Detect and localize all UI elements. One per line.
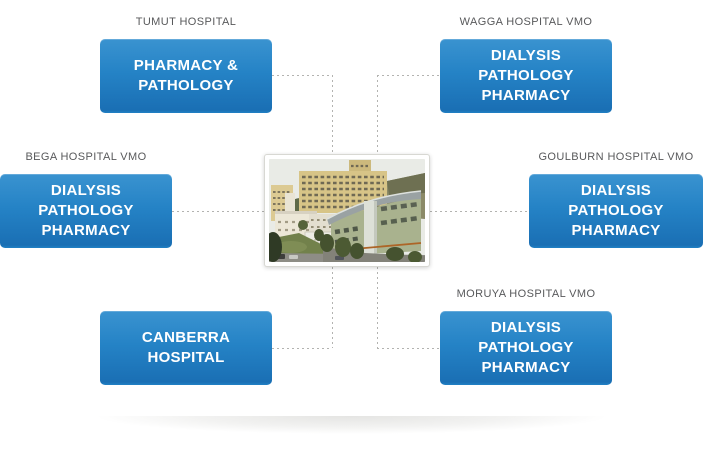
service-line: DIALYSIS: [490, 319, 562, 336]
service-line: DIALYSIS: [490, 47, 562, 64]
page-bottom-shadow: [10, 416, 693, 440]
box-bega[interactable]: DIALYSIS PATHOLOGY PHARMACY: [0, 174, 172, 248]
service-line: PATHOLOGY: [138, 77, 234, 94]
service-line: PHARMACY: [41, 222, 131, 239]
connector-moruya-h: [377, 348, 440, 349]
service-line: PATHOLOGY: [478, 339, 574, 356]
connector-canberra-h: [272, 348, 332, 349]
node-canberra: CANBERRA HOSPITAL: [100, 288, 272, 385]
hospital-photo: [264, 154, 430, 267]
node-title-goulburn: GOULBURN HOSPITAL VMO: [538, 151, 694, 163]
service-line: PATHOLOGY: [478, 67, 574, 84]
box-moruya[interactable]: DIALYSIS PATHOLOGY PHARMACY: [440, 311, 612, 385]
box-canberra[interactable]: CANBERRA HOSPITAL: [100, 311, 272, 385]
connector-bega-h: [172, 211, 264, 212]
hospital-photo-art: [269, 159, 425, 262]
service-line: DIALYSIS: [50, 182, 122, 199]
service-line: PHARMACY: [571, 222, 661, 239]
node-tumut: TUMUT HOSPITAL PHARMACY & PATHOLOGY: [100, 16, 272, 113]
connector-wagga-h: [377, 75, 440, 76]
box-goulburn[interactable]: DIALYSIS PATHOLOGY PHARMACY: [529, 174, 703, 248]
service-line: DIALYSIS: [580, 182, 652, 199]
service-line: PHARMACY &: [133, 57, 239, 74]
connector-moruya-v: [377, 267, 378, 348]
node-title-bega: BEGA HOSPITAL VMO: [25, 151, 147, 163]
service-line: PHARMACY: [481, 87, 571, 104]
node-moruya: MORUYA HOSPITAL VMO DIALYSIS PATHOLOGY P…: [440, 288, 612, 385]
service-line: PHARMACY: [481, 359, 571, 376]
connector-canberra-v: [332, 267, 333, 348]
node-title-wagga: WAGGA HOSPITAL VMO: [459, 16, 593, 28]
node-title-tumut: TUMUT HOSPITAL: [135, 16, 237, 28]
connector-tumut-h: [272, 75, 332, 76]
service-line: CANBERRA: [141, 329, 231, 346]
service-line: PATHOLOGY: [568, 202, 664, 219]
connector-wagga-v: [377, 75, 378, 154]
connector-goulburn-h: [430, 211, 529, 212]
connector-tumut-v: [332, 75, 333, 154]
node-goulburn: GOULBURN HOSPITAL VMO DIALYSIS PATHOLOGY…: [529, 151, 703, 248]
box-wagga[interactable]: DIALYSIS PATHOLOGY PHARMACY: [440, 39, 612, 113]
node-title-canberra: [100, 288, 272, 301]
service-line: HOSPITAL: [147, 349, 225, 366]
box-tumut[interactable]: PHARMACY & PATHOLOGY: [100, 39, 272, 113]
node-title-moruya: MORUYA HOSPITAL VMO: [456, 288, 596, 300]
service-line: PATHOLOGY: [38, 202, 134, 219]
node-wagga: WAGGA HOSPITAL VMO DIALYSIS PATHOLOGY PH…: [440, 16, 612, 113]
node-bega: BEGA HOSPITAL VMO DIALYSIS PATHOLOGY PHA…: [0, 151, 172, 248]
